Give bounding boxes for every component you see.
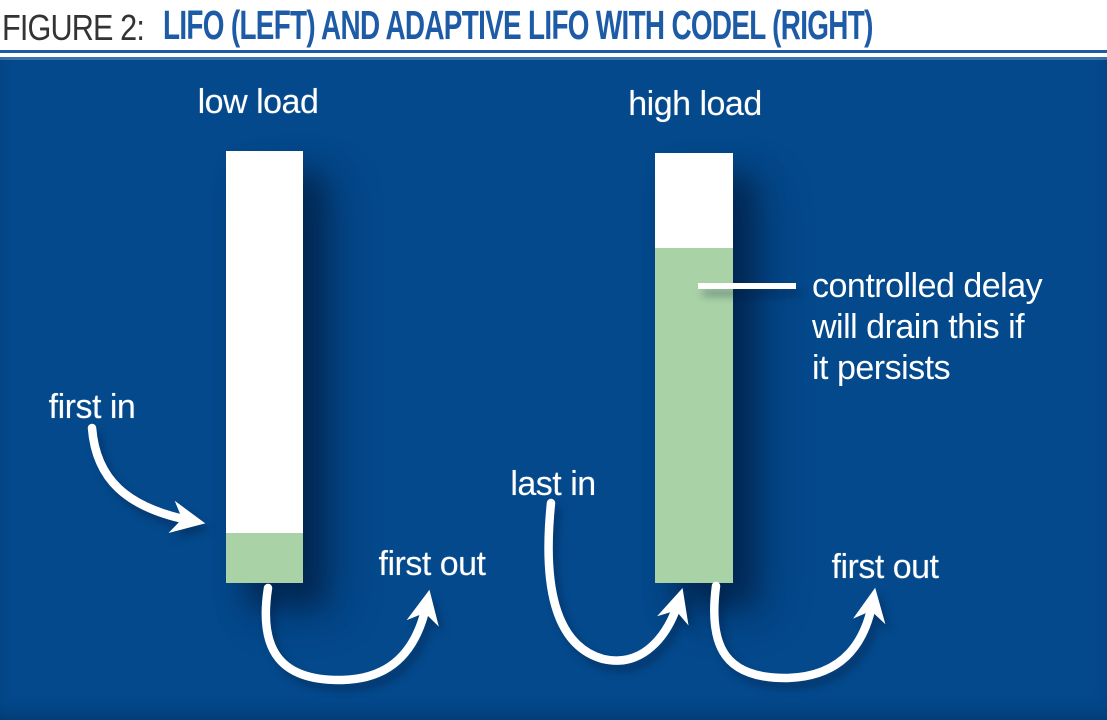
figure-number-label: FIGURE 2: [2, 7, 145, 48]
codel-callout-text: controlled delay will drain this if it p… [812, 266, 1043, 389]
figure-title: LIFO (LEFT) AND ADAPTIVE LIFO WITH CODEL… [163, 2, 873, 48]
first-out-label-left: first out [378, 545, 486, 583]
first-in-label: first in [48, 388, 136, 426]
left-queue-heading: low load [197, 83, 319, 121]
callout-line-3: it persists [812, 349, 951, 387]
right-queue-heading: high load [628, 85, 762, 123]
figure-header: FIGURE 2: LIFO (LEFT) AND ADAPTIVE LIFO … [0, 0, 1107, 50]
title-rule [0, 50, 1107, 53]
left-queue-green-segment [226, 533, 303, 583]
callout-line-1: controlled delay [812, 267, 1043, 305]
callout-line-2: will drain this if [812, 308, 1025, 346]
last-in-label: last in [510, 465, 596, 503]
right-queue-bar [655, 153, 733, 583]
left-queue-bar [226, 151, 303, 583]
first-out-label-right: first out [831, 548, 939, 586]
right-queue-green-segment [655, 248, 733, 583]
